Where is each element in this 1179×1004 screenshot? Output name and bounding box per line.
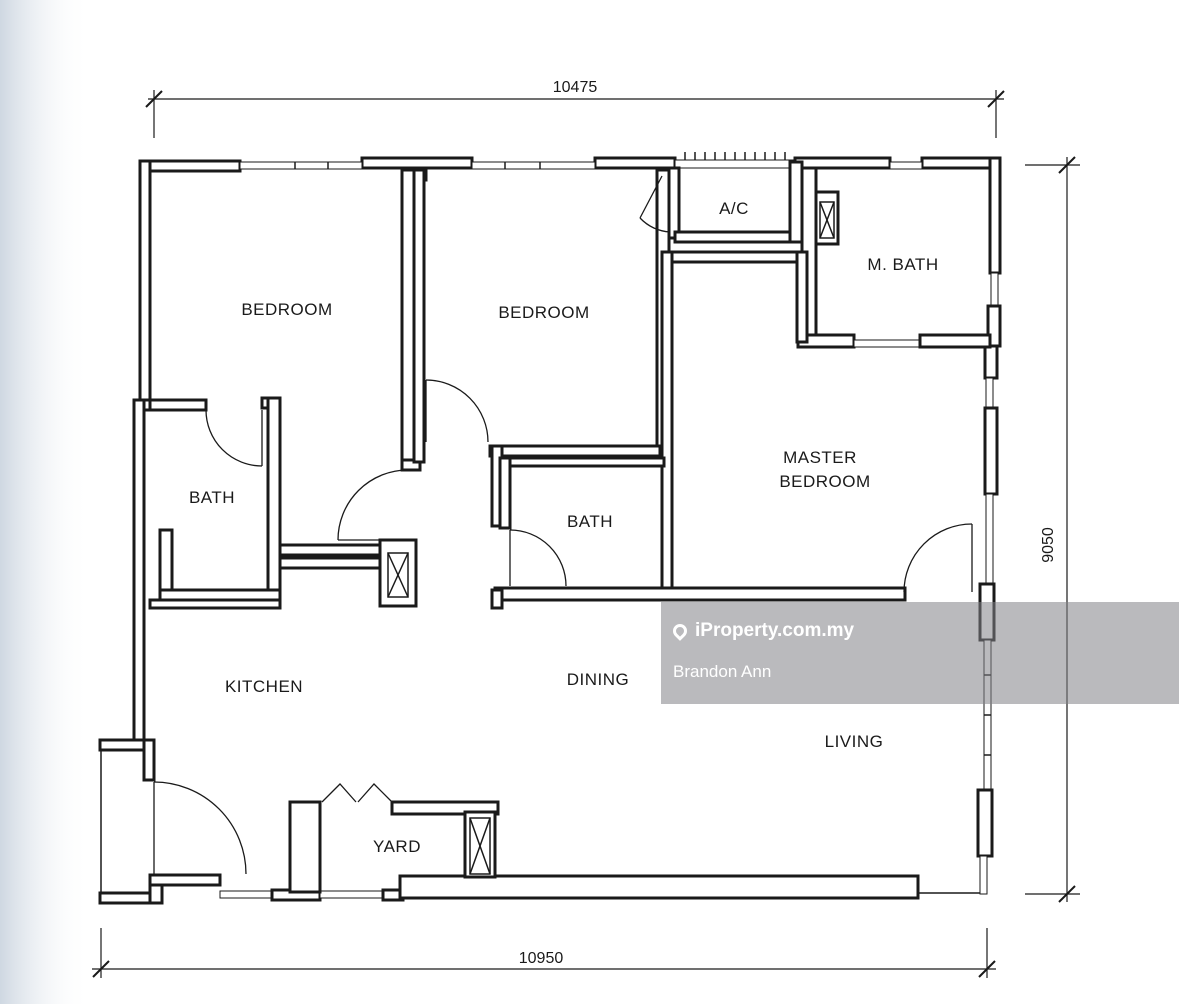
dimension-bottom-label: 10950 xyxy=(519,950,564,967)
label-master-bedroom-line1: MASTER xyxy=(783,448,857,467)
label-ac: A/C xyxy=(719,199,749,218)
label-bath-1: BATH xyxy=(189,488,235,507)
interior-walls xyxy=(148,160,992,894)
location-pin-icon xyxy=(670,621,690,641)
label-master-bedroom-line2: BEDROOM xyxy=(779,472,870,491)
label-kitchen: KITCHEN xyxy=(225,677,303,696)
dimension-bottom-line xyxy=(92,928,996,978)
dimension-right-line xyxy=(1025,156,1080,903)
exterior-walls xyxy=(98,152,1002,905)
dimension-top-line xyxy=(145,90,1005,138)
label-master-bath: M. BATH xyxy=(867,255,938,274)
watermark-site-text: iProperty.com.my xyxy=(695,620,855,641)
label-living: LIVING xyxy=(825,732,884,751)
label-bath-2: BATH xyxy=(567,512,613,531)
watermark-banner: iProperty.com.my Brandon Ann xyxy=(661,602,1179,704)
scan-shadow xyxy=(0,0,90,1004)
label-bedroom-1: BEDROOM xyxy=(241,300,332,319)
watermark-site: iProperty.com.my xyxy=(670,620,855,642)
dimension-top-label: 10475 xyxy=(553,79,598,96)
label-dining: DINING xyxy=(567,670,630,689)
label-yard: YARD xyxy=(373,837,421,856)
doors xyxy=(153,175,973,875)
watermark-agent: Brandon Ann xyxy=(673,662,772,681)
dimension-right-label: 9050 xyxy=(1040,527,1057,563)
label-bedroom-2: BEDROOM xyxy=(498,303,589,322)
